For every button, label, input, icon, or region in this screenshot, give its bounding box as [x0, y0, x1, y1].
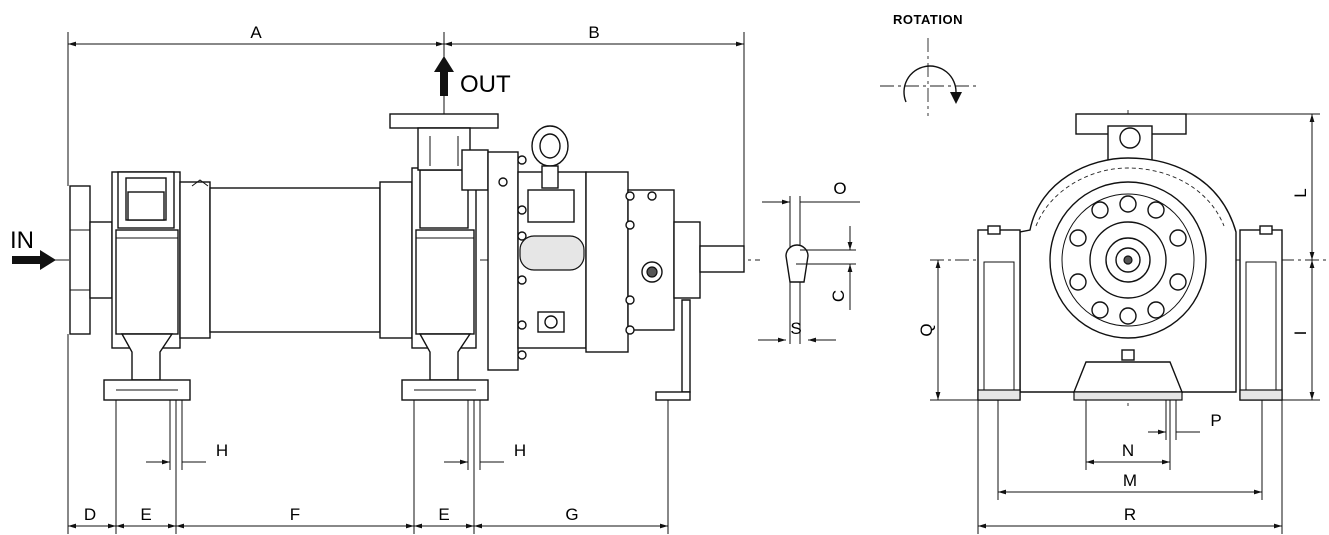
inlet-flange — [69, 185, 113, 335]
dim-label-n: N — [1122, 441, 1134, 460]
stator-barrel — [179, 179, 413, 339]
side-view — [55, 113, 760, 401]
side-dimensions: A B D E F E G H H IN OUT — [10, 23, 745, 534]
dim-label-m: M — [1123, 471, 1137, 490]
shaft-end — [655, 221, 745, 401]
outlet-label: OUT — [460, 71, 511, 98]
dim-label-o: O — [833, 179, 846, 198]
end-dimensions: L I Q N P M R — [917, 113, 1320, 534]
dim-label-a: A — [250, 23, 262, 42]
dim-label-h-left: H — [216, 441, 228, 460]
bearing-housing — [487, 125, 675, 371]
dim-label-q: Q — [917, 323, 936, 336]
dim-label-h-right: H — [514, 441, 526, 460]
dim-label-s: S — [790, 319, 801, 338]
dim-label-d: D — [84, 505, 96, 524]
dim-label-r: R — [1124, 505, 1136, 524]
dim-label-e-right: E — [438, 505, 449, 524]
dim-label-p: P — [1210, 411, 1221, 430]
suction-casing — [103, 171, 191, 401]
rotation-label: ROTATION — [893, 12, 963, 27]
dim-label-l: L — [1291, 188, 1310, 197]
discharge-casing — [389, 113, 499, 401]
dim-label-b: B — [588, 23, 599, 42]
dim-label-f: F — [290, 505, 300, 524]
end-view — [930, 110, 1329, 410]
keyway-detail: O C S — [758, 179, 860, 344]
dim-label-g: G — [565, 505, 578, 524]
dim-label-c: C — [829, 290, 848, 302]
rotation-symbol: ROTATION — [880, 12, 978, 116]
dim-label-i: I — [1291, 331, 1310, 336]
outlet-arrow — [434, 56, 454, 96]
dim-label-e-left: E — [140, 505, 151, 524]
inlet-arrow — [12, 250, 56, 270]
inlet-label: IN — [10, 227, 34, 254]
